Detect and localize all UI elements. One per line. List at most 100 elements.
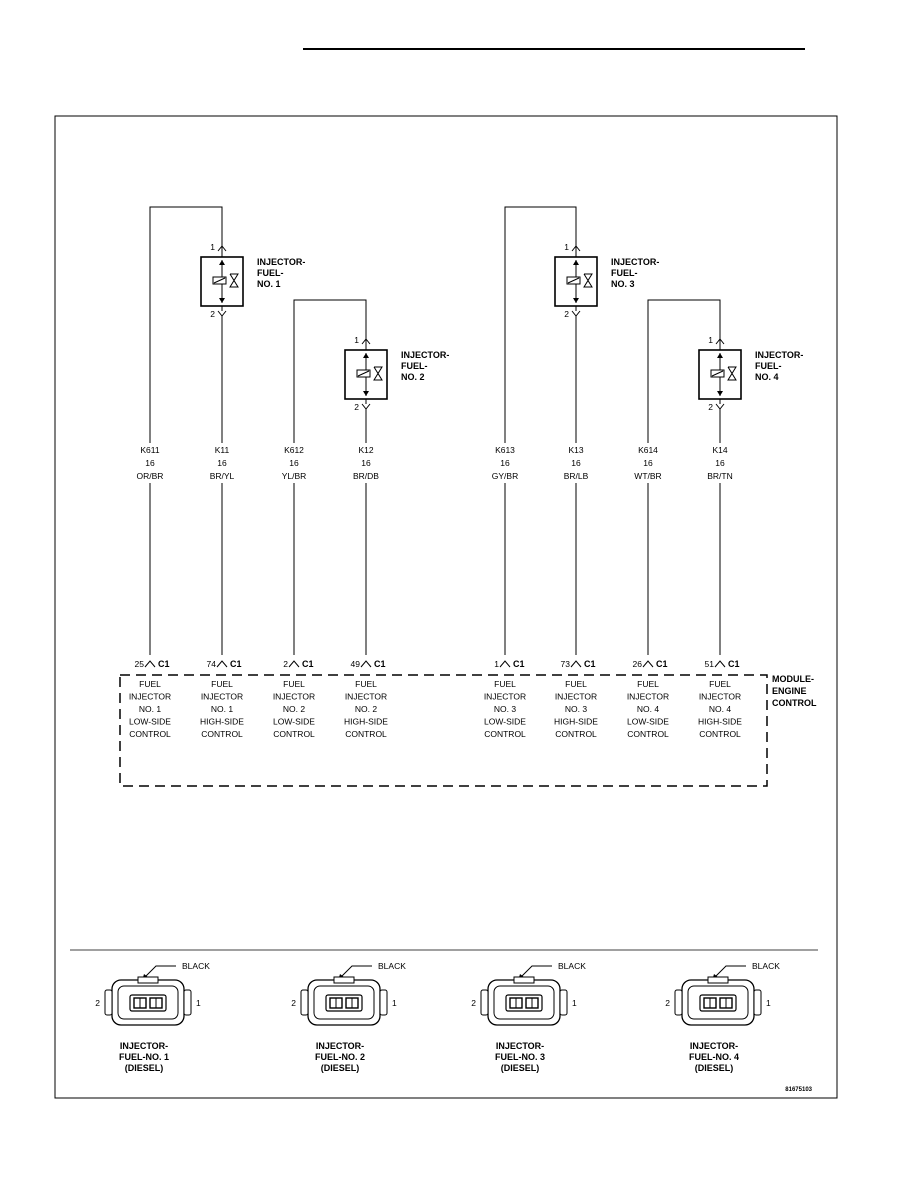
pin-right-label: 1: [392, 998, 397, 1008]
function-line: INJECTOR: [129, 692, 171, 702]
key-tab: [707, 976, 729, 984]
latch-right: [183, 989, 192, 1016]
function-line: INJECTOR: [273, 692, 315, 702]
connector-title-line: INJECTOR-: [690, 1041, 738, 1051]
terminal-mark: [642, 660, 654, 668]
key-tab: [333, 976, 355, 984]
pin-2-mark: [217, 310, 227, 317]
module-dashed-outline: [119, 674, 768, 787]
injector-label: INJECTOR-FUEL-NO. 2: [401, 350, 449, 382]
pin-2-label: 2: [564, 309, 569, 319]
coil-slash: [213, 277, 226, 284]
wire-circuit: K14: [712, 445, 727, 455]
function-line: NO. 2: [355, 704, 377, 714]
arrow-down-icon: [573, 298, 579, 303]
latch-left: [300, 989, 309, 1016]
figure-id: 81675103: [785, 1087, 812, 1093]
pin-2-mark: [571, 310, 581, 317]
wire-color: WT/BR: [634, 471, 661, 481]
pin-left-label: 2: [471, 998, 476, 1008]
terminal-mark: [499, 660, 511, 668]
function-line: FUEL: [283, 679, 305, 689]
connector-title-line: (DIESEL): [695, 1063, 734, 1073]
connector-inner: [493, 985, 555, 1020]
function-line: HIGH-SIDE: [200, 717, 244, 727]
connector-id: C1: [230, 659, 242, 669]
terminal-mark: [144, 660, 156, 668]
wire-label-mask: [700, 443, 740, 483]
function-line: CONTROL: [273, 729, 315, 739]
injector-label-line: FUEL-: [755, 361, 782, 371]
function-line: CONTROL: [555, 729, 597, 739]
module-label-line: ENGINE: [772, 686, 807, 696]
wire-low-side-3: [504, 206, 577, 655]
function-line: NO. 1: [211, 704, 233, 714]
pin-2-label: 2: [708, 402, 713, 412]
function-line: HIGH-SIDE: [698, 717, 742, 727]
connector-inner: [687, 985, 749, 1020]
function-line: FUEL: [637, 679, 659, 689]
connector-title-line: INJECTOR-: [496, 1041, 544, 1051]
wire-label-mask: [628, 443, 668, 483]
function-line: FUEL: [565, 679, 587, 689]
module-label-line: MODULE-: [772, 674, 814, 684]
connector-title: INJECTOR-FUEL-NO. 2(DIESEL): [315, 1041, 365, 1073]
function-line: CONTROL: [699, 729, 741, 739]
page-frame: [54, 115, 838, 1099]
latch-right: [753, 989, 762, 1016]
injector-label-line: NO. 3: [611, 279, 635, 289]
cavity-number: 74: [207, 659, 217, 669]
arrow-down-icon: [717, 391, 723, 396]
wire-low-side-1: [149, 206, 223, 655]
latch-right: [559, 989, 568, 1016]
wire-label-mask: [346, 443, 386, 483]
pin-1-label: 1: [564, 242, 569, 252]
pin-2-mark: [361, 403, 371, 410]
connector-title-line: FUEL-NO. 3: [495, 1052, 545, 1062]
key-tab: [137, 976, 159, 984]
injector-label-line: NO. 1: [257, 279, 281, 289]
pin-2-label: 2: [354, 402, 359, 412]
injector-label-line: NO. 4: [755, 372, 779, 382]
connector-id: C1: [656, 659, 668, 669]
connector-title-line: (DIESEL): [125, 1063, 164, 1073]
cavity-number: 51: [705, 659, 715, 669]
injector-label-line: INJECTOR-: [611, 257, 659, 267]
function-line: FUEL: [355, 679, 377, 689]
connector-id: C1: [158, 659, 170, 669]
cavity-number: 73: [561, 659, 571, 669]
injector-label-line: FUEL-: [611, 268, 638, 278]
injector-label: INJECTOR-FUEL-NO. 1: [257, 257, 305, 289]
wire-color: BR/LB: [564, 471, 589, 481]
connector-title-line: (DIESEL): [501, 1063, 540, 1073]
connector-title: INJECTOR-FUEL-NO. 4(DIESEL): [689, 1041, 739, 1073]
key-tab: [513, 976, 535, 984]
function-line: NO. 3: [494, 704, 516, 714]
wire-gauge: 16: [643, 458, 653, 468]
function-line: INJECTOR: [201, 692, 243, 702]
wire-gauge: 16: [361, 458, 371, 468]
function-line: NO. 2: [283, 704, 305, 714]
wire-color: GY/BR: [492, 471, 518, 481]
function-line: NO. 3: [565, 704, 587, 714]
function-line: INJECTOR: [699, 692, 741, 702]
connector-id: C1: [584, 659, 596, 669]
cavity-number: 26: [633, 659, 643, 669]
connector-title-line: INJECTOR-: [120, 1041, 168, 1051]
wire-label-mask: [274, 443, 314, 483]
latch-left: [480, 989, 489, 1016]
wire-color: BR/DB: [353, 471, 379, 481]
